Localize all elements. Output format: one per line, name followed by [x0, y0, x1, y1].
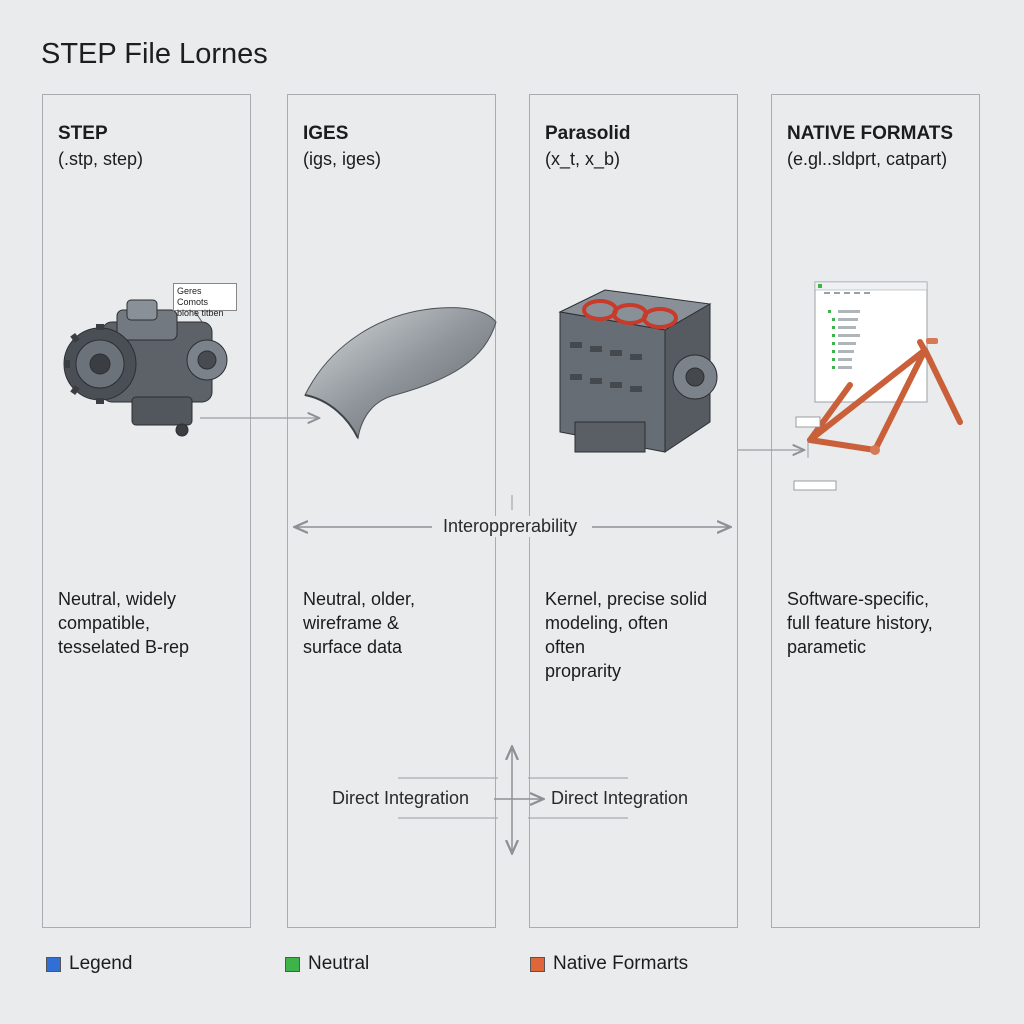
legend-label: Legend — [69, 953, 133, 974]
legend-swatch-green — [285, 956, 300, 972]
column-iges-desc: Neutral, older, wireframe & surface data — [303, 589, 416, 657]
column-step-ext: (.stp, step) — [58, 149, 144, 169]
column-step: STEP (.stp, step) Neutral, widely compat… — [42, 94, 251, 928]
legend-item-native: Native Formarts — [530, 953, 688, 975]
column-step-name: STEP — [58, 123, 108, 144]
legend-item-neutral: Neutral — [285, 953, 369, 975]
column-native-ext: (e.gl..sldprt, catpart) — [787, 149, 948, 169]
column-parasolid-ext: (x_t, x_b) — [545, 149, 621, 169]
direct-integration-right-label: Direct Integration — [551, 788, 689, 808]
column-iges-name: IGES — [303, 123, 349, 144]
curved-surface-icon — [304, 307, 497, 440]
column-native: NATIVE FORMATS (e.gl..sldprt, catpart) S… — [771, 94, 980, 928]
callout-line-2: blohe titben — [177, 308, 224, 318]
legend-label: Neutral — [308, 953, 370, 974]
legend-item-legend: Legend — [46, 953, 132, 975]
page-title: STEP File Lornes — [41, 38, 268, 70]
direct-integration-left-label: Direct Integration — [332, 788, 470, 808]
callout-line-1: Geres Comots — [177, 286, 209, 307]
column-parasolid-name: Parasolid — [545, 123, 631, 144]
column-parasolid-desc: Kernel, precise solid modeling, often of… — [545, 589, 708, 681]
column-iges: IGES (igs, iges) Neutral, older, wirefra… — [287, 94, 496, 928]
column-native-name: NATIVE FORMATS — [787, 123, 954, 144]
column-native-desc: Software-specific, full feature history,… — [787, 589, 933, 657]
engine-block-icon — [558, 289, 718, 453]
legend-swatch-orange — [530, 956, 545, 972]
bicycle-frame-icon — [793, 281, 963, 491]
gearbox-assembly-icon — [63, 299, 228, 437]
interoperability-label: Interopprerability — [443, 516, 578, 537]
column-step-desc: Neutral, widely compatible, tesselated B… — [58, 589, 190, 657]
legend-label: Native Formarts — [553, 953, 689, 974]
step-callout: Geres Comots blohe titben — [173, 283, 237, 318]
legend-swatch-blue — [46, 956, 61, 972]
column-iges-ext: (igs, iges) — [303, 149, 382, 169]
column-parasolid: Parasolid (x_t, x_b) Kernel, precise sol… — [529, 94, 738, 928]
